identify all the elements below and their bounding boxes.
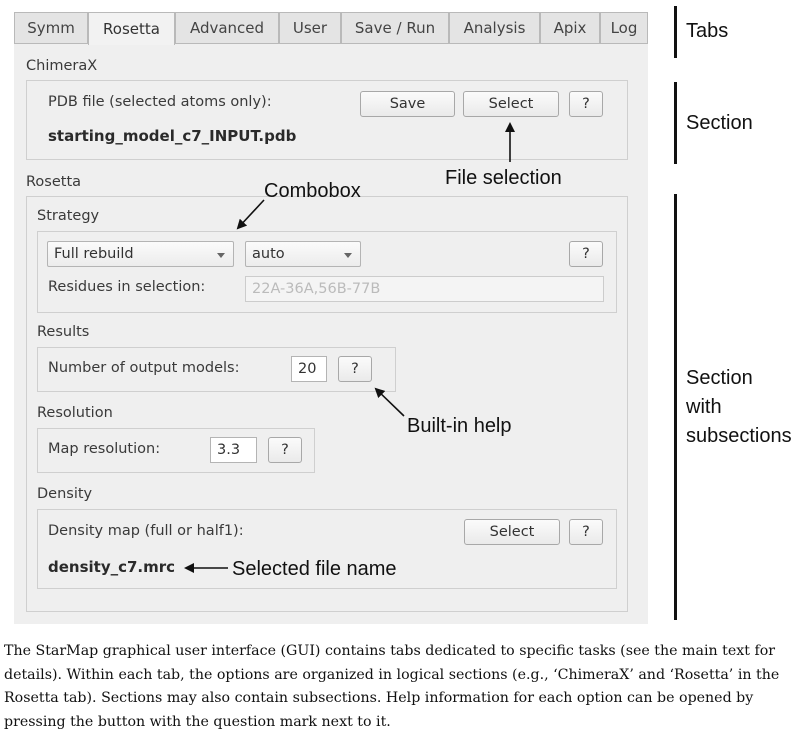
chevron-down-icon xyxy=(344,253,352,258)
file-selection-annotation: File selection xyxy=(445,167,562,189)
tab-advanced[interactable]: Advanced xyxy=(175,12,279,44)
rosetta-section xyxy=(26,196,628,612)
tab-symm[interactable]: Symm xyxy=(14,12,88,44)
pdb-help-button[interactable]: ? xyxy=(569,91,603,117)
tab-rosetta[interactable]: Rosetta xyxy=(88,12,175,45)
resolution-subsection xyxy=(37,428,315,473)
tab-analysis[interactable]: Analysis xyxy=(449,12,540,44)
strategy-combobox-value: Full rebuild xyxy=(54,246,134,262)
tab-user[interactable]: User xyxy=(279,12,341,44)
density-map-label: Density map (full or half1): xyxy=(48,523,244,539)
section-bracket xyxy=(674,82,677,164)
builtin-help-arrow xyxy=(374,387,405,417)
strategy-subsection xyxy=(37,231,617,313)
section-side-label: Section xyxy=(686,112,753,134)
strategy-sub-combobox-value: auto xyxy=(252,246,285,262)
combobox-annotation: Combobox xyxy=(264,180,361,202)
density-help-button[interactable]: ? xyxy=(569,519,603,545)
strategy-sub-combobox[interactable]: auto xyxy=(245,241,361,267)
density-subsection xyxy=(37,509,617,589)
strategy-combobox[interactable]: Full rebuild xyxy=(47,241,234,267)
output-models-input[interactable]: 20 xyxy=(291,356,327,382)
combobox-arrow xyxy=(236,199,265,230)
selected-file-annotation: Selected file name xyxy=(232,558,397,580)
strategy-subsection-title: Strategy xyxy=(37,208,100,224)
strategy-help-button[interactable]: ? xyxy=(569,241,603,267)
density-filename: density_c7.mrc xyxy=(48,558,176,576)
subsections-label-line-2: with xyxy=(686,396,722,418)
results-help-button[interactable]: ? xyxy=(338,356,372,382)
figure-caption: The StarMap graphical user interface (GU… xyxy=(4,643,780,730)
tabs-bracket xyxy=(674,6,677,58)
tab-log[interactable]: Log xyxy=(600,12,648,44)
density-select-button[interactable]: Select xyxy=(464,519,560,545)
residues-label: Residues in selection: xyxy=(48,279,206,295)
tab-save-run[interactable]: Save / Run xyxy=(341,12,449,44)
save-button[interactable]: Save xyxy=(360,91,455,117)
chimerax-section-title: ChimeraX xyxy=(26,58,98,74)
pdb-select-button[interactable]: Select xyxy=(463,91,559,117)
chevron-down-icon xyxy=(217,253,225,258)
subsections-label-line-1: Section xyxy=(686,367,753,389)
subsections-label-line-3: subsections xyxy=(686,425,792,447)
residues-input[interactable]: 22A-36A,56B-77B xyxy=(245,276,604,302)
subsections-side-label: Section with subsections xyxy=(686,364,792,451)
output-models-label: Number of output models: xyxy=(48,360,240,376)
map-resolution-input[interactable]: 3.3 xyxy=(210,437,257,463)
results-subsection-title: Results xyxy=(37,324,90,340)
chimerax-section xyxy=(26,80,628,160)
resolution-subsection-title: Resolution xyxy=(37,405,113,421)
subsections-bracket xyxy=(674,194,677,620)
tab-bar: Symm Rosetta Advanced User Save / Run An… xyxy=(14,12,648,45)
pdb-filename: starting_model_c7_INPUT.pdb xyxy=(48,127,297,145)
rosetta-section-title: Rosetta xyxy=(26,174,82,190)
density-subsection-title: Density xyxy=(37,486,93,502)
tab-apix[interactable]: Apix xyxy=(540,12,600,44)
pdb-file-label: PDB file (selected atoms only): xyxy=(48,94,272,110)
map-resolution-label: Map resolution: xyxy=(48,441,161,457)
results-subsection xyxy=(37,347,396,392)
builtin-help-annotation: Built-in help xyxy=(407,415,512,437)
annotation-arrows xyxy=(184,122,515,573)
resolution-help-button[interactable]: ? xyxy=(268,437,302,463)
tabs-side-label: Tabs xyxy=(686,20,729,42)
